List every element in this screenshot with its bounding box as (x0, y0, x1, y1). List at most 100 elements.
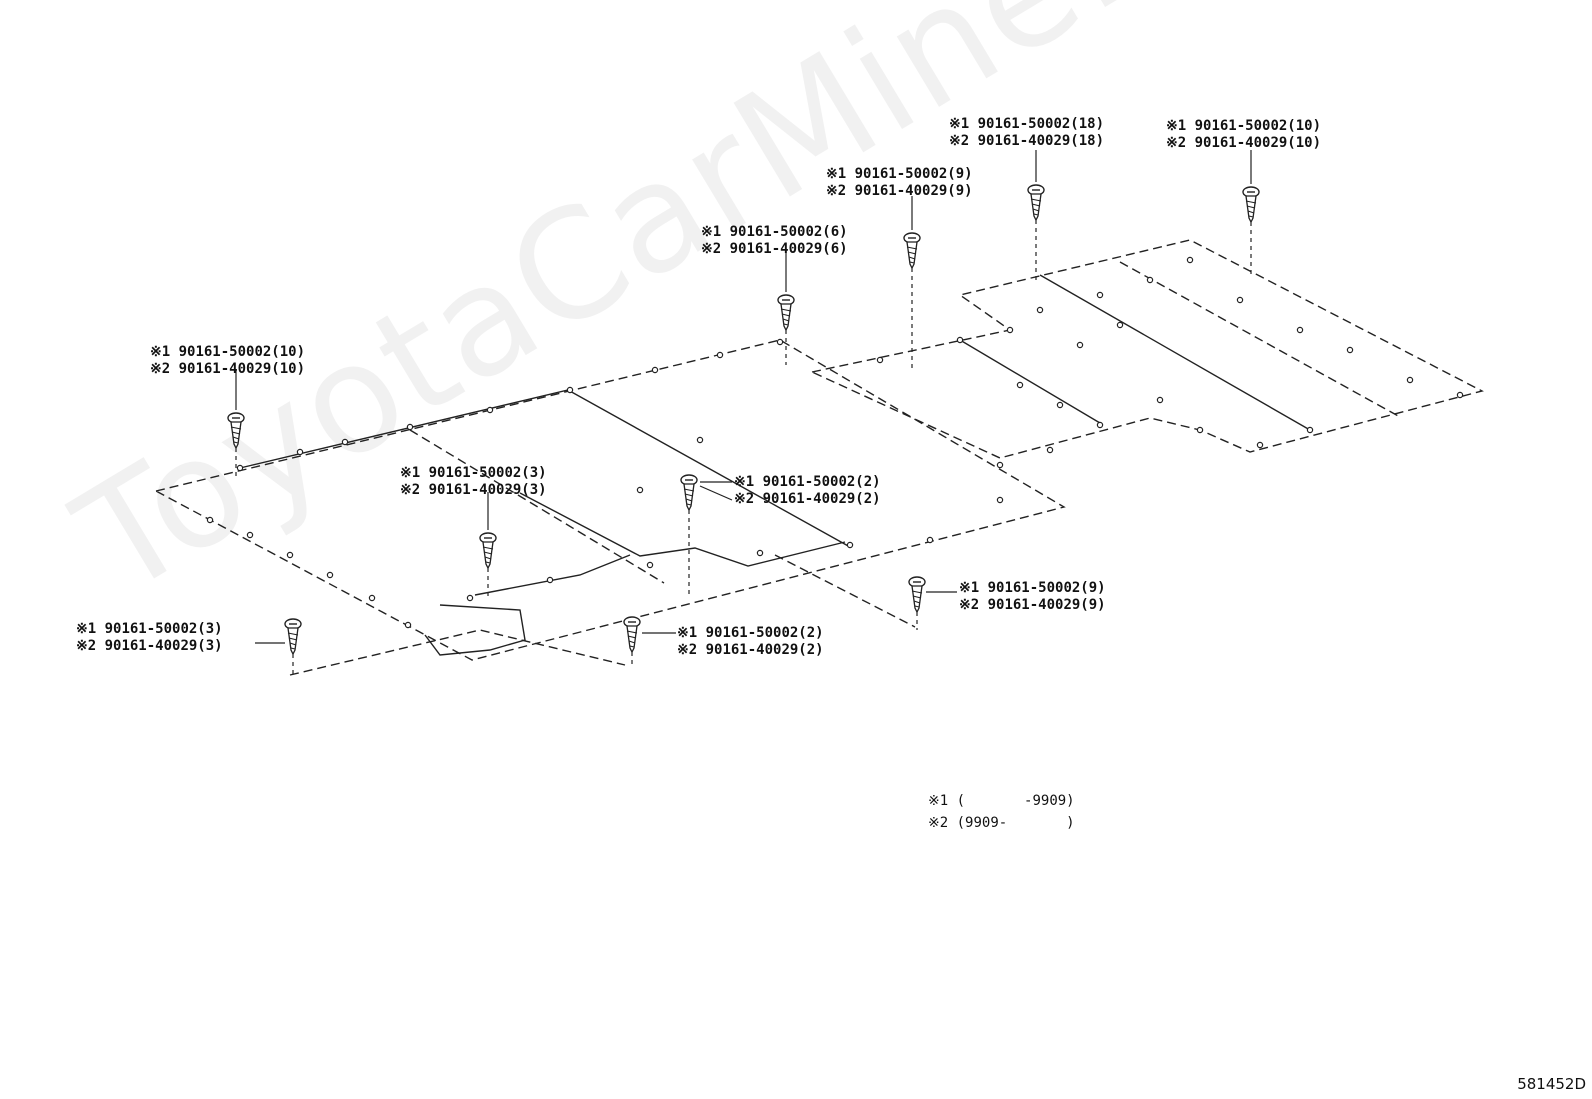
callout-line-1: ※1 90161-50002(2) (677, 625, 824, 641)
tapping-screw-icon (908, 576, 926, 614)
mounting-holes (206, 256, 1464, 629)
mounting-hole (404, 621, 412, 629)
mounting-hole (1016, 381, 1024, 389)
mounting-hole (651, 366, 659, 374)
mounting-hole (296, 448, 304, 456)
mounting-hole (876, 356, 884, 364)
tapping-screw-icon (1027, 184, 1045, 222)
mounting-hole (636, 486, 644, 494)
diagram-id: 581452D (1517, 1075, 1586, 1093)
mounting-hole (1146, 276, 1154, 284)
callout-line-1: ※1 90161-50002(18) (949, 116, 1105, 132)
callout-line-2: ※2 90161-40029(3) (76, 638, 223, 654)
legend-text: (9909- ) (956, 815, 1075, 831)
front-trim-line (289, 629, 626, 676)
panel-seam (474, 554, 631, 596)
callout-line-2: ※2 90161-40029(2) (734, 491, 881, 507)
callout-line-2: ※2 90161-40029(10) (1166, 135, 1322, 151)
mounting-hole (566, 386, 574, 394)
leader-line (699, 485, 733, 501)
callout-screw-top-d: ※1 90161-50002(10) ※2 90161-40029(10) (1166, 118, 1321, 152)
mounting-hole (1296, 326, 1304, 334)
panel-seam (1039, 274, 1311, 431)
mounting-hole (996, 496, 1004, 504)
mounting-hole (1156, 396, 1164, 404)
panel-seam (409, 429, 665, 584)
mounting-hole (368, 594, 376, 602)
mounting-hole (1056, 401, 1064, 409)
callout-line-1: ※1 90161-50002(3) (76, 621, 223, 637)
mounting-hole (776, 338, 784, 346)
mounting-hole (286, 551, 294, 559)
mounting-hole (956, 336, 964, 344)
left-panel-outline (155, 339, 1066, 661)
callout-line-1: ※1 90161-50002(3) (400, 465, 547, 481)
screw-group (227, 150, 1260, 675)
callout-line-2: ※2 90161-40029(18) (949, 133, 1105, 149)
mounting-hole (696, 436, 704, 444)
right-panel-outline (811, 239, 1484, 459)
callout-line-1: ※1 90161-50002(10) (1166, 118, 1322, 134)
tapping-screw-icon (680, 474, 698, 512)
mounting-hole (1046, 446, 1054, 454)
legend-text: ( -9909) (956, 793, 1075, 809)
mounting-hole (646, 561, 654, 569)
mounting-hole (1096, 421, 1104, 429)
legend: ※1 ( -9909) ※2 (9909- ) (928, 790, 1075, 834)
front-trim-line (774, 554, 916, 628)
tapping-screw-icon (284, 618, 302, 656)
panel-seam (1119, 261, 1401, 418)
panel-seam (959, 339, 1101, 424)
mounting-hole (846, 541, 854, 549)
mounting-hole (1076, 341, 1084, 349)
mounting-hole (716, 351, 724, 359)
callout-line-2: ※2 90161-40029(3) (400, 482, 547, 498)
legend-row-1: ※1 ( -9909) (928, 790, 1075, 812)
mounting-hole (486, 406, 494, 414)
tapping-screw-icon (1242, 186, 1260, 224)
mounting-hole (1456, 391, 1464, 399)
legend-row-2: ※2 (9909- ) (928, 812, 1075, 834)
front-step-plate (424, 604, 526, 656)
mounting-hole (1256, 441, 1264, 449)
mounting-hole (236, 464, 244, 472)
mounting-hole (1006, 326, 1014, 334)
mounting-hole (996, 461, 1004, 469)
legend-mark: ※1 (928, 793, 949, 809)
mounting-hole (1186, 256, 1194, 264)
mounting-hole (246, 531, 254, 539)
callout-line-2: ※2 90161-40029(6) (701, 241, 848, 257)
mounting-hole (1096, 291, 1104, 299)
tapping-screw-icon (227, 412, 245, 450)
mounting-hole (1406, 376, 1414, 384)
callout-screw-front-low-left: ※1 90161-50002(3) ※2 90161-40029(3) (76, 621, 223, 655)
callout-line-1: ※1 90161-50002(9) (959, 580, 1106, 596)
tapping-screw-icon (623, 616, 641, 654)
mounting-hole (926, 536, 934, 544)
mounting-hole (756, 549, 764, 557)
mounting-hole (1346, 346, 1354, 354)
mounting-hole (406, 423, 414, 431)
callout-line-1: ※1 90161-50002(6) (701, 224, 848, 240)
callout-line-1: ※1 90161-50002(9) (826, 166, 973, 182)
mounting-hole (1196, 426, 1204, 434)
callout-screw-center-mid: ※1 90161-50002(2) ※2 90161-40029(2) (734, 474, 881, 508)
tapping-screw-icon (903, 232, 921, 270)
callout-screw-top-b: ※1 90161-50002(9) ※2 90161-40029(9) (826, 166, 973, 200)
mounting-hole (1036, 306, 1044, 314)
callout-line-2: ※2 90161-40029(10) (150, 361, 306, 377)
callout-line-2: ※2 90161-40029(9) (826, 183, 973, 199)
callout-screw-top-a: ※1 90161-50002(6) ※2 90161-40029(6) (701, 224, 848, 258)
tapping-screw-icon (777, 294, 795, 332)
callout-screw-front-center: ※1 90161-50002(2) ※2 90161-40029(2) (677, 625, 824, 659)
mounting-hole (326, 571, 334, 579)
callout-line-1: ※1 90161-50002(2) (734, 474, 881, 490)
mounting-hole (1116, 321, 1124, 329)
callout-line-1: ※1 90161-50002(10) (150, 344, 306, 360)
callout-screw-center-left: ※1 90161-50002(3) ※2 90161-40029(3) (400, 465, 547, 499)
mounting-hole (546, 576, 554, 584)
callout-screw-top-c: ※1 90161-50002(18) ※2 90161-40029(18) (949, 116, 1104, 150)
callout-line-2: ※2 90161-40029(2) (677, 642, 824, 658)
